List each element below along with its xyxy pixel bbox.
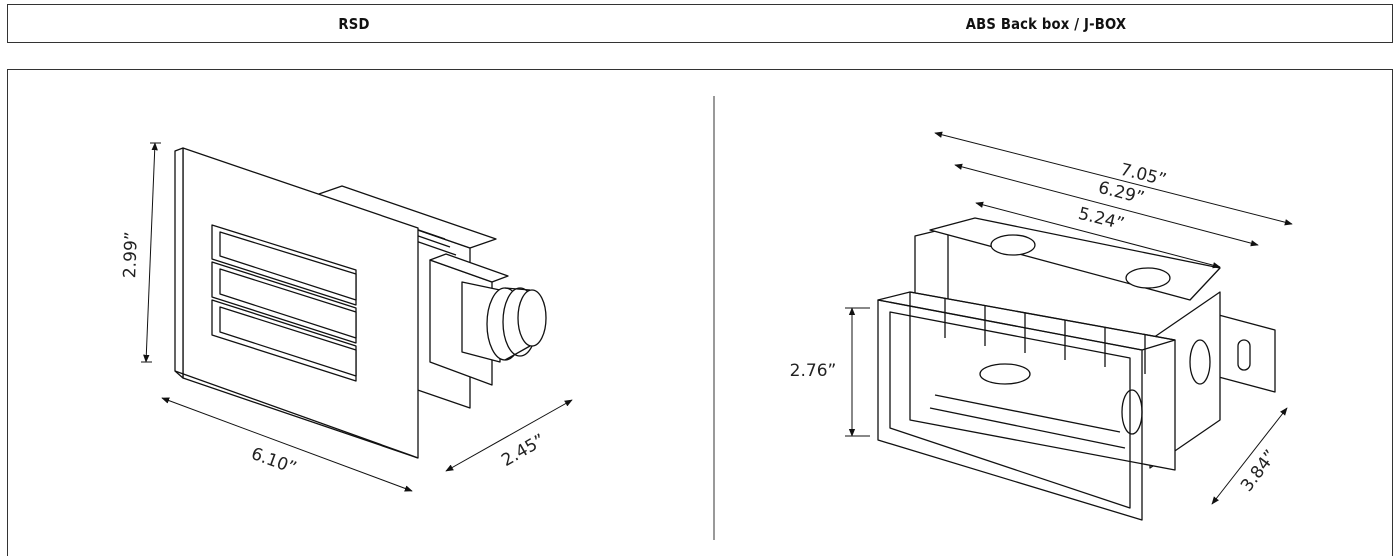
- jbox-depth-label: 3.84”: [1237, 446, 1281, 495]
- jbox-drawing: [877, 217, 1276, 521]
- rsd-height-label: 2.99”: [120, 231, 142, 278]
- jbox-title: ABS Back box / J-BOX: [965, 14, 1127, 33]
- rsd-dimensions: [141, 142, 573, 492]
- rsd-drawing: [174, 147, 547, 459]
- rsd-depth-label: 2.45”: [498, 430, 548, 471]
- header-bar: RSD ABS Back box / J-BOX: [7, 4, 1393, 43]
- jbox-dimensions: [845, 131, 1293, 505]
- jbox-height-label: 2.76”: [790, 361, 837, 381]
- rsd-width-label: 6.10”: [248, 444, 299, 479]
- drawing-panel: [7, 69, 1393, 556]
- rsd-title: RSD: [338, 14, 370, 33]
